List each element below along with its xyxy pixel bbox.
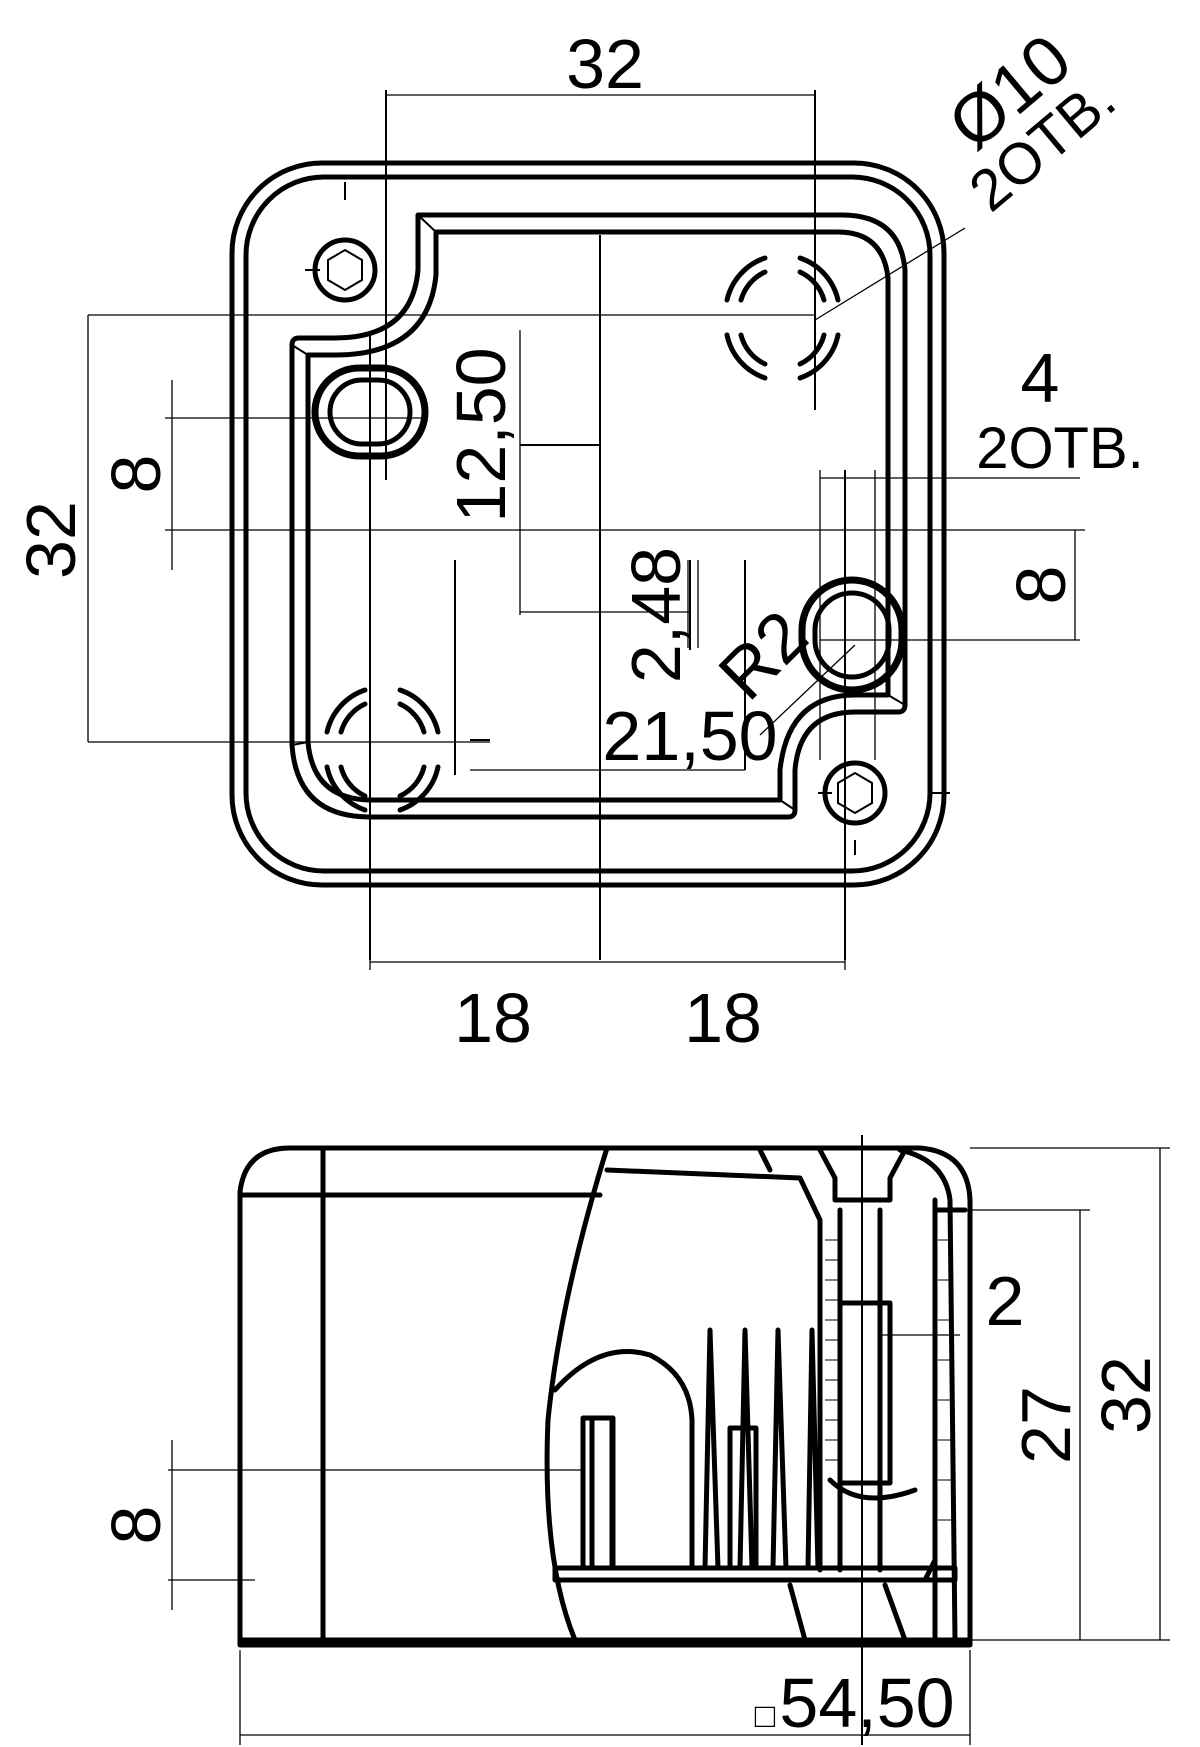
- center-lines: [305, 90, 950, 960]
- cavity-outline-inner: [305, 229, 891, 803]
- dim-top-width: 32: [566, 25, 644, 103]
- side-cut-boss: [552, 1349, 695, 1571]
- side-floor: [552, 1565, 958, 1583]
- side-outer-profile: [237, 1145, 973, 1648]
- side-dimension-lines: [168, 1147, 1170, 1745]
- screw-boss-bottom-right: [822, 760, 888, 826]
- side-ribs: [580, 1327, 821, 1571]
- dim-side-wall: 2: [986, 1262, 1025, 1340]
- outer-body-inner-outline: [243, 174, 933, 874]
- knockout-hole-top-right: [724, 255, 841, 381]
- dim-side-inner-height: 27: [1007, 1386, 1085, 1464]
- dim-bottom-right: 18: [684, 979, 762, 1057]
- dim-slot-count: 2ОТВ.: [976, 416, 1144, 481]
- side-view: 8 2 27 32 □ 54,50: [97, 1135, 1170, 1745]
- side-right-wall: [897, 1147, 958, 1643]
- dim-slot-width: 4: [1021, 339, 1060, 417]
- dim-offset: 2,48: [617, 547, 695, 683]
- knockout-hole-bottom-left: [324, 687, 441, 813]
- dim-center-horizontal: 21,50: [602, 697, 777, 775]
- dimension-lines: [87, 94, 1085, 970]
- cavity-step: [291, 214, 906, 811]
- dim-side-total-height: 32: [1087, 1356, 1165, 1434]
- cavity-outline: [289, 212, 908, 820]
- screw-boss-top-left: [312, 237, 378, 303]
- dim-center-vertical: 12,50: [442, 347, 520, 522]
- dim-side-left-height: 8: [97, 1506, 175, 1545]
- top-view: 32 Ø10 2ОТВ. 4 2ОТВ. 32 8 8 12,50 2,48 R…: [12, 19, 1144, 1057]
- dim-bottom-left: 18: [454, 979, 532, 1057]
- outer-body-outline: [229, 160, 947, 888]
- dim-side-length-prefix: □: [755, 1697, 776, 1735]
- side-screw-shaft: [827, 1135, 918, 1745]
- dim-right-slot: 8: [1002, 566, 1080, 605]
- slot-hole-right: [798, 576, 906, 694]
- dim-left-slot: 8: [97, 455, 175, 494]
- dim-left-height: 32: [12, 501, 90, 579]
- dim-side-length: 54,50: [779, 1664, 954, 1742]
- side-hatching: [825, 1239, 952, 1521]
